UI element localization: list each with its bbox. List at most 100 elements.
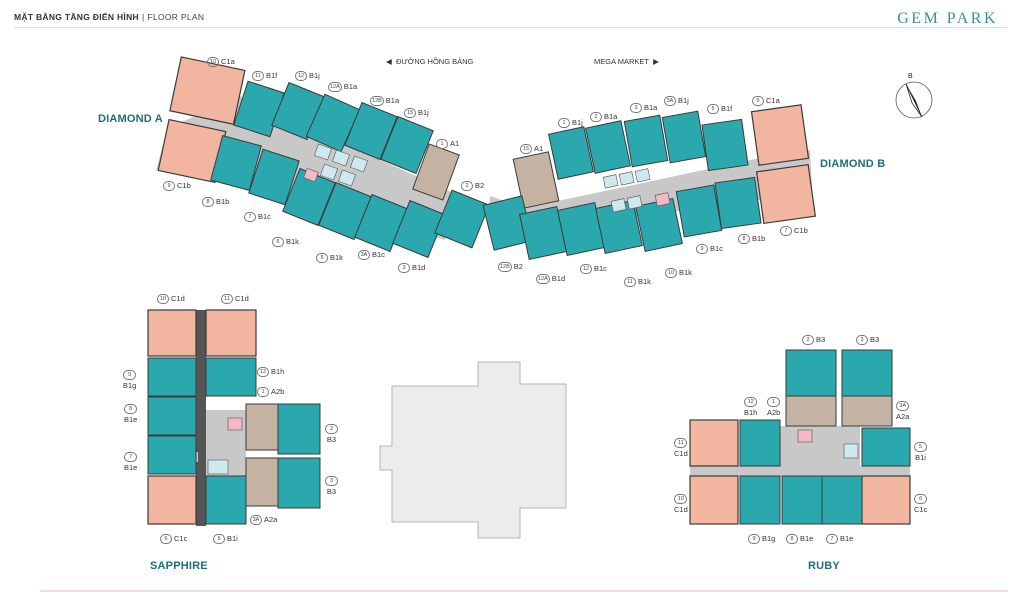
unit-type: A2a <box>264 515 278 524</box>
unit-number: 2 <box>802 335 814 346</box>
unit-type: B2 <box>513 262 523 271</box>
unit-type: B1f <box>721 104 733 113</box>
unit-number: 5 <box>707 104 719 115</box>
unit-type: B1j <box>418 108 429 117</box>
unit-number: 9 <box>748 534 760 545</box>
unit-type: B1e <box>800 534 814 543</box>
unit-number: 8 <box>738 234 750 245</box>
unit-type: B1k <box>679 268 692 277</box>
header-title: MẶT BẰNG TẦNG ĐIỂN HÌNH <box>14 12 139 22</box>
unit-number: 10 <box>157 294 169 305</box>
unit-number: 7 <box>124 452 138 462</box>
unit-type: B1a <box>644 103 658 112</box>
unit-number: 12A <box>328 82 342 93</box>
unit-number: 10 <box>674 494 688 504</box>
sapphire-plan <box>147 309 321 526</box>
unit-type: B1k <box>330 253 343 262</box>
unit-type: A2b <box>271 387 285 396</box>
unit-type: B1i <box>227 534 238 543</box>
direction-left: ◀ ĐƯỜNG HỒNG BÀNG <box>386 57 474 66</box>
unit-type: B1e <box>840 534 854 543</box>
unit-type: B1c <box>710 244 723 253</box>
unit-type: B1d <box>412 263 426 272</box>
building-name-sapphire: SAPPHIRE <box>150 560 208 572</box>
unit-number: 8 <box>202 197 214 208</box>
unit-type: C1a <box>766 96 780 105</box>
unit-type: C1b <box>794 226 808 235</box>
unit-type: B3 <box>870 335 880 344</box>
unit-number: 7 <box>826 534 838 545</box>
unit-number: 8 <box>124 404 138 414</box>
footer-divider <box>40 590 1008 592</box>
unit-type: B1j <box>678 96 689 105</box>
unit-type: B2 <box>475 181 485 190</box>
unit-type: B3 <box>816 335 826 344</box>
unit-number: 10 <box>665 268 677 279</box>
unit-type: B1k <box>286 237 299 246</box>
unit-type: A1 <box>534 144 544 153</box>
unit-number: 1 <box>436 139 448 150</box>
unit-number: 3 <box>856 335 868 346</box>
unit-number: 2 <box>461 181 473 192</box>
unit-type: B1f <box>266 71 278 80</box>
unit-type: A2b <box>767 408 781 417</box>
page-header: MẶT BẰNG TẦNG ĐIỂN HÌNH|FLOOR PLAN <box>14 12 204 22</box>
unit-type: B1b <box>216 197 230 206</box>
header-subtitle: FLOOR PLAN <box>147 12 205 22</box>
unit-type: C1a <box>221 57 235 66</box>
unit-number: 12 <box>744 397 758 407</box>
podium-plan <box>379 361 567 539</box>
unit-number: 5 <box>914 442 927 452</box>
unit-number: 3 <box>630 103 642 114</box>
unit-number: 3A <box>358 250 370 261</box>
direction-right-label: MEGA MARKET <box>594 57 650 66</box>
unit-number: 1 <box>767 397 781 407</box>
unit-number: 12 <box>295 71 307 82</box>
unit-number: 15 <box>404 108 416 119</box>
brand-logo: GEM PARK <box>897 10 998 27</box>
unit-number: 3 <box>325 476 338 486</box>
unit-type: B1h <box>744 408 758 417</box>
unit-number: 7 <box>780 226 792 237</box>
unit-type: B1a <box>385 96 400 105</box>
unit-type: B1a <box>343 82 358 91</box>
unit-number: 12 <box>257 367 269 378</box>
unit-number: 2 <box>325 424 338 434</box>
unit-number: 1 <box>558 118 570 129</box>
header-divider <box>14 27 1008 28</box>
unit-type: C1c <box>174 534 188 543</box>
unit-number: 3A <box>896 401 910 411</box>
unit-type: C1d <box>674 505 688 514</box>
unit-type: C1c <box>914 505 928 514</box>
building-name-diamond-a: DIAMOND A <box>98 113 163 125</box>
unit-type: B1g <box>762 534 776 543</box>
